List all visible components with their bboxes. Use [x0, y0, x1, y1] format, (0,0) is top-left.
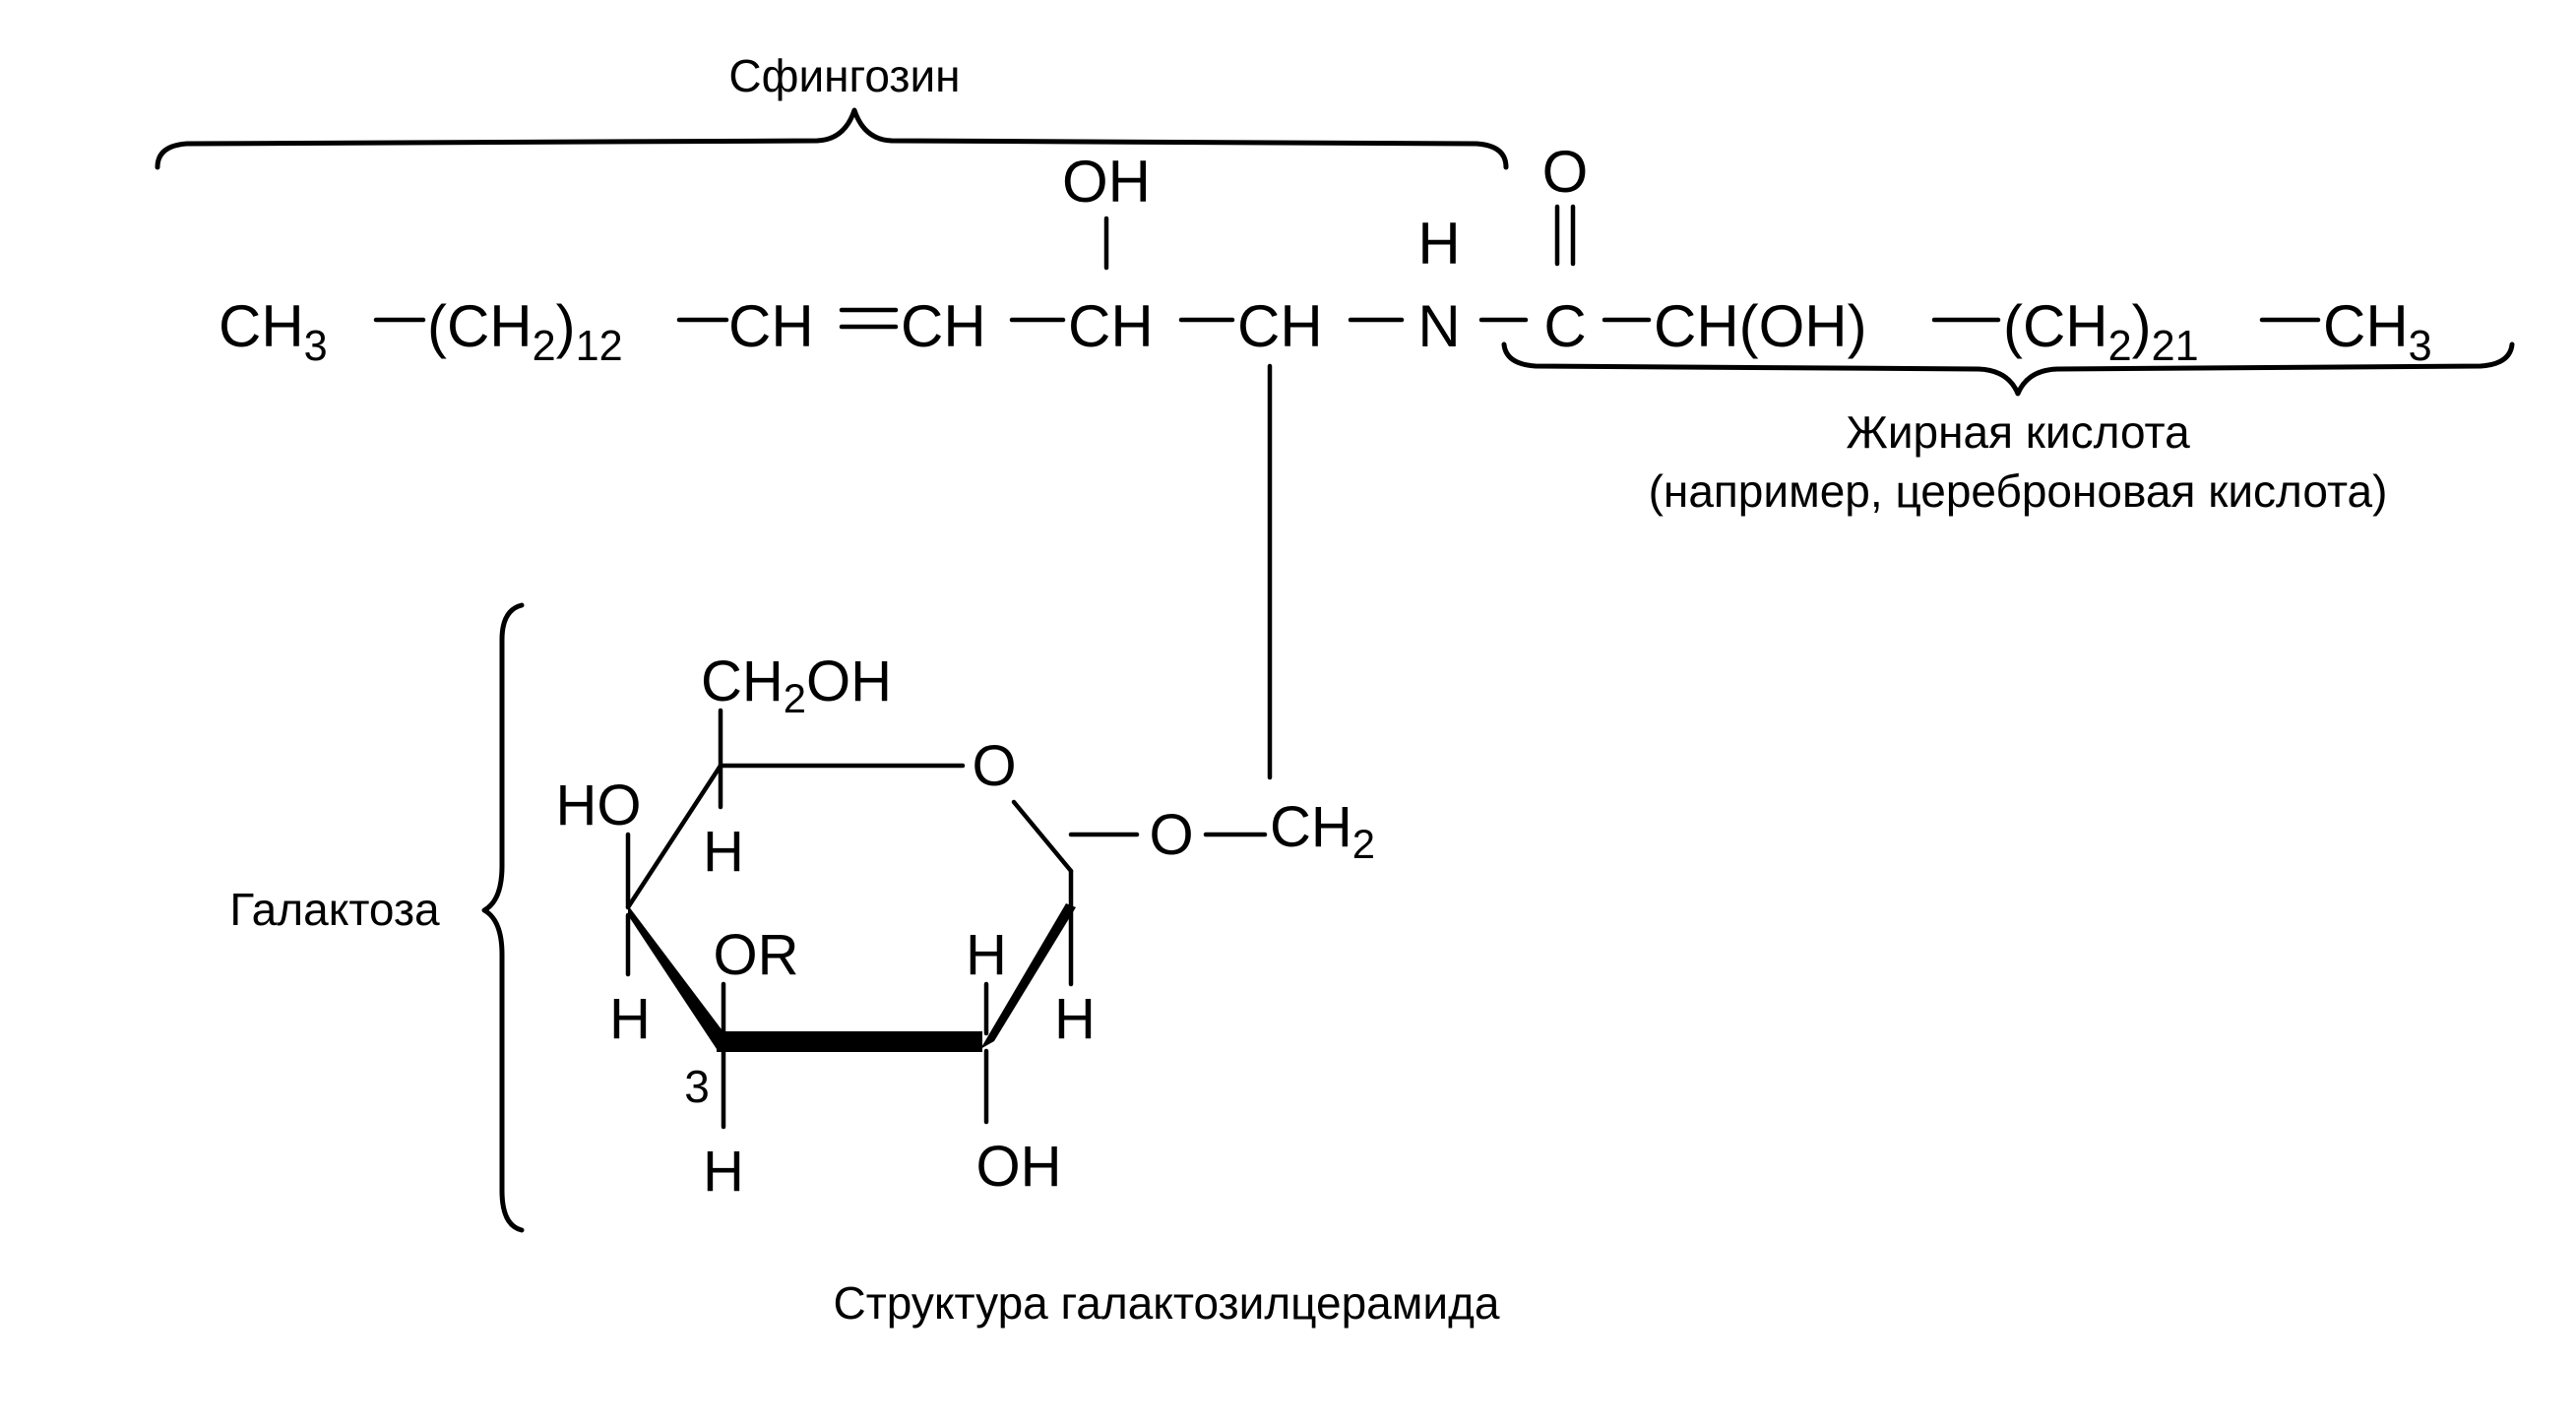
ring-bond-o-c1	[1011, 799, 1074, 874]
ring-bold-c3-c2	[717, 1031, 982, 1052]
fatty-acid-label: Жирная кислота	[1846, 406, 2190, 458]
ch2n-12-group: (CH2)12	[427, 293, 623, 370]
ch-group-1: CH	[728, 293, 814, 359]
ring-wedge-c2-c1	[980, 903, 1076, 1049]
ch-group-4: CH	[1237, 293, 1323, 359]
sphingosine-label: Сфингозин	[728, 50, 960, 101]
carbonyl-carbon: C	[1543, 293, 1586, 359]
diagram-caption: Структура галактозилцерамида	[834, 1277, 1500, 1329]
ring-wedge-c4-c3	[628, 905, 730, 1049]
ch3-left-group: CH3	[219, 293, 328, 370]
galactose-label: Галактоза	[229, 884, 440, 935]
link-oxygen: O	[1149, 803, 1193, 867]
choh-group: CH(OH)	[1654, 293, 1867, 359]
oh-c2: OH	[976, 1135, 1062, 1199]
c3-number: 3	[684, 1061, 710, 1112]
oh-top: OH	[1062, 149, 1151, 215]
sphingosine-brace	[155, 107, 1509, 170]
ch2-21-group: (CH2)21	[2003, 293, 2199, 370]
ch3-right-group: CH3	[2323, 293, 2432, 370]
fatty-acid-example-label: (например, цереброновая кислота)	[1649, 465, 2388, 517]
ch2oh-group: CH2OH	[701, 650, 892, 721]
ch-group-2: CH	[901, 293, 986, 359]
ho-c4: HO	[556, 773, 642, 837]
or-c3: OR	[714, 923, 799, 987]
ring-bond-c5-c4	[625, 763, 723, 910]
nitrogen: N	[1417, 293, 1460, 359]
h-c1: H	[1054, 987, 1096, 1051]
h-c4: H	[609, 987, 651, 1051]
fatty-acid-brace	[1501, 341, 2515, 397]
h-on-nitrogen: H	[1417, 211, 1460, 277]
link-ch2-group: CH2	[1270, 795, 1375, 867]
h-c2: H	[966, 923, 1007, 987]
ring-oxygen: O	[972, 734, 1016, 798]
h-c3: H	[703, 1140, 744, 1204]
galactose-brace	[481, 602, 525, 1233]
h-c5: H	[703, 820, 744, 884]
carbonyl-oxygen: O	[1542, 139, 1589, 205]
ch-group-3: CH	[1068, 293, 1154, 359]
